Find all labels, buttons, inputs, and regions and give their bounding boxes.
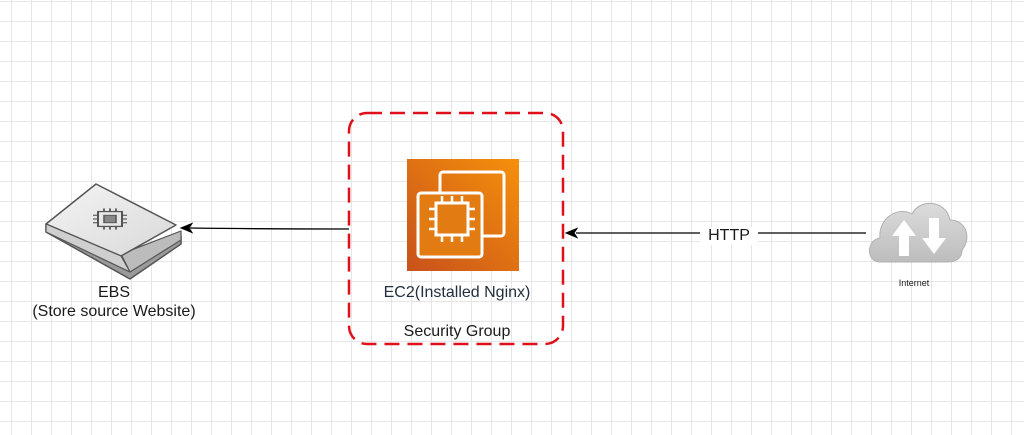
ebs-volume-icon[interactable] [45,183,182,280]
security-group-label: Security Group [403,323,511,340]
edge-ec2-to-ebs[interactable] [179,222,350,234]
ec2-label: EC2(Installed Nginx) [383,284,531,301]
edge-label-http: HTTP [700,227,758,245]
ebs-title: EBS [97,284,130,301]
internet-label: Internet [898,278,930,288]
ebs-subtitle: (Store source Website) [32,303,196,320]
ec2-instance-icon[interactable] [407,159,519,271]
internet-cloud-icon[interactable] [869,202,968,263]
security-group-boundary[interactable] [347,111,565,346]
ebs-label: EBS (Store source Website) [14,283,214,321]
